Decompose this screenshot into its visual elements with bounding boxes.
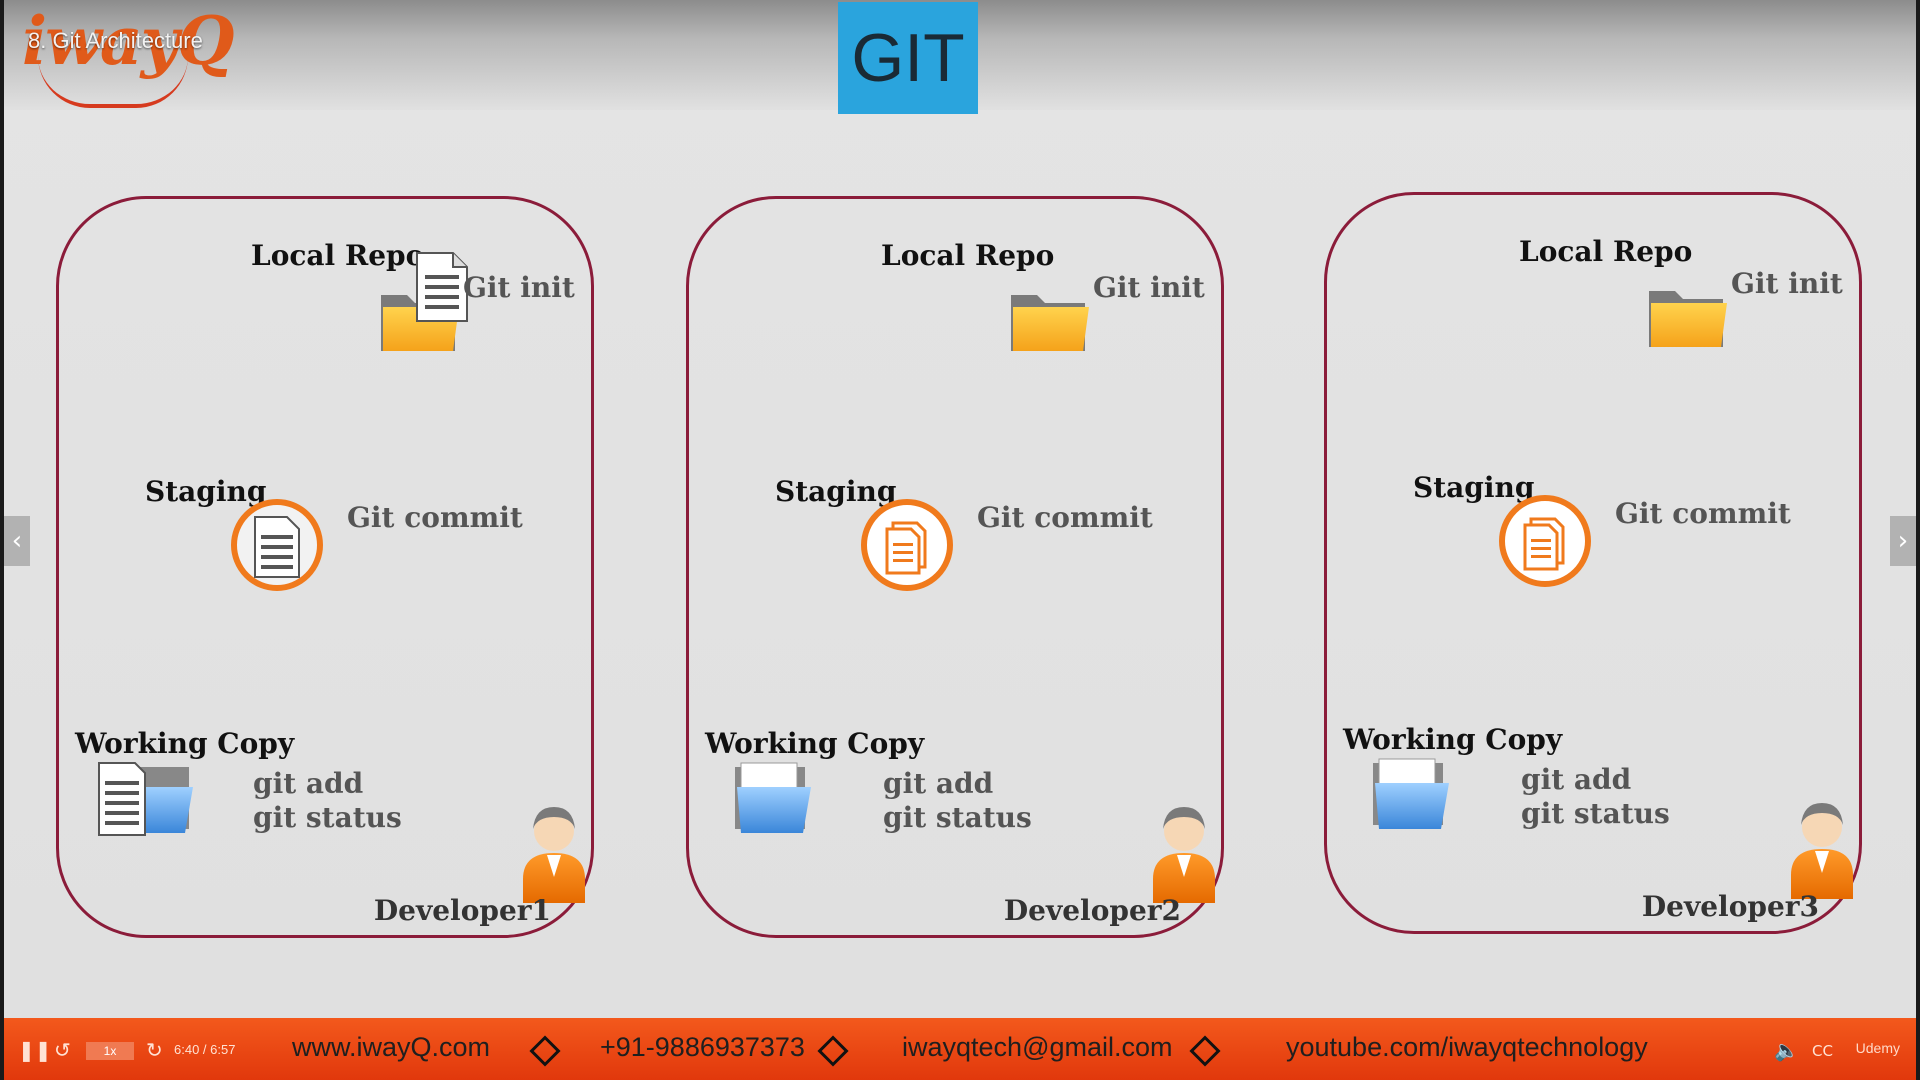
playback-speed-button[interactable]: 1x bbox=[86, 1042, 134, 1060]
previous-slide-button[interactable]: ‹ bbox=[4, 516, 30, 566]
working-copy-icon bbox=[1373, 758, 1449, 829]
git-status-label: git status bbox=[883, 801, 1032, 834]
git-commit-label: Git commit bbox=[977, 501, 1153, 534]
staging-icon bbox=[231, 499, 323, 591]
git-init-label: Git init bbox=[1093, 271, 1205, 304]
local-repo-label: Local Repo bbox=[251, 239, 425, 272]
playback-time: 6:40 / 6:57 bbox=[174, 1042, 236, 1057]
local-repo-label: Local Repo bbox=[881, 239, 1055, 272]
folder-icon bbox=[1011, 295, 1089, 351]
git-add-status-labels: git add git status bbox=[253, 767, 402, 835]
working-copy-icon bbox=[98, 762, 193, 836]
git-status-label: git status bbox=[1521, 797, 1670, 830]
developer-icon bbox=[1791, 803, 1853, 899]
developer3-panel: Local Repo Git init Staging Git commit W… bbox=[1324, 192, 1862, 934]
staging-icon bbox=[1499, 495, 1591, 587]
separator-diamond bbox=[529, 1035, 561, 1067]
git-add-status-labels: git add git status bbox=[883, 767, 1032, 835]
git-add-label: git add bbox=[883, 767, 994, 800]
git-add-label: git add bbox=[1521, 763, 1632, 796]
youtube-link[interactable]: youtube.com/iwayqtechnology bbox=[1286, 1032, 1648, 1062]
replay-icon[interactable]: ↺ bbox=[54, 1038, 71, 1062]
logo-swoosh bbox=[38, 56, 188, 108]
udemy-brand: Udemy bbox=[1855, 1040, 1900, 1056]
play-pause-icon[interactable]: ❚❚ bbox=[18, 1038, 52, 1062]
working-copy-label: Working Copy bbox=[705, 727, 925, 760]
iwayq-logo: iwayQ bbox=[18, 2, 234, 108]
working-copy-icon bbox=[735, 762, 811, 833]
slide: iwayQ 8. Git Architecture GIT Local Repo… bbox=[4, 0, 1916, 1018]
git-badge: GIT bbox=[838, 2, 978, 114]
captions-icon[interactable]: CC bbox=[1812, 1042, 1833, 1060]
developer-name: Developer1 bbox=[373, 894, 551, 927]
volume-icon[interactable]: 🔈 bbox=[1774, 1038, 1799, 1062]
email-link[interactable]: iwayqtech@gmail.com bbox=[902, 1032, 1173, 1062]
phone-number: +91-9886937373 bbox=[600, 1032, 805, 1062]
git-add-label: git add bbox=[253, 767, 364, 800]
git-status-label: git status bbox=[253, 801, 402, 834]
document-icon bbox=[416, 252, 468, 322]
staging-label: Staging bbox=[1413, 471, 1535, 504]
folder-icon bbox=[1649, 291, 1727, 347]
forward-icon[interactable]: ↻ bbox=[146, 1038, 163, 1062]
staging-label: Staging bbox=[145, 475, 267, 508]
website-link[interactable]: www.iwayQ.com bbox=[292, 1032, 491, 1062]
staging-icon bbox=[861, 499, 953, 591]
separator-diamond bbox=[1189, 1035, 1221, 1067]
git-init-label: Git init bbox=[463, 271, 575, 304]
developer-name: Developer3 bbox=[1641, 890, 1819, 923]
git-commit-label: Git commit bbox=[347, 501, 523, 534]
chevron-right-icon: › bbox=[1897, 526, 1909, 556]
chevron-left-icon: ‹ bbox=[11, 526, 23, 556]
git-add-status-labels: git add git status bbox=[1521, 763, 1670, 831]
developer2-panel: Local Repo Git init Staging Git commit W… bbox=[686, 196, 1224, 938]
next-slide-button[interactable]: › bbox=[1890, 516, 1916, 566]
video-title: 8. Git Architecture bbox=[28, 28, 203, 53]
git-init-label: Git init bbox=[1731, 267, 1843, 300]
working-copy-label: Working Copy bbox=[75, 727, 295, 760]
git-commit-label: Git commit bbox=[1615, 497, 1791, 530]
working-copy-label: Working Copy bbox=[1343, 723, 1563, 756]
staging-label: Staging bbox=[775, 475, 897, 508]
separator-diamond bbox=[817, 1035, 849, 1067]
developer-icon bbox=[1153, 807, 1215, 903]
developer-icon bbox=[523, 807, 585, 903]
footer-bar: ❚❚ ↺ 1x ↻ 6:40 / 6:57 www.iwayQ.com +91-… bbox=[4, 1018, 1916, 1080]
logo-text: iwayQ bbox=[22, 2, 234, 80]
local-repo-label: Local Repo bbox=[1519, 235, 1693, 268]
developer-name: Developer2 bbox=[1003, 894, 1181, 927]
developer1-panel: Local Repo Git init Staging Git commit W… bbox=[56, 196, 594, 938]
